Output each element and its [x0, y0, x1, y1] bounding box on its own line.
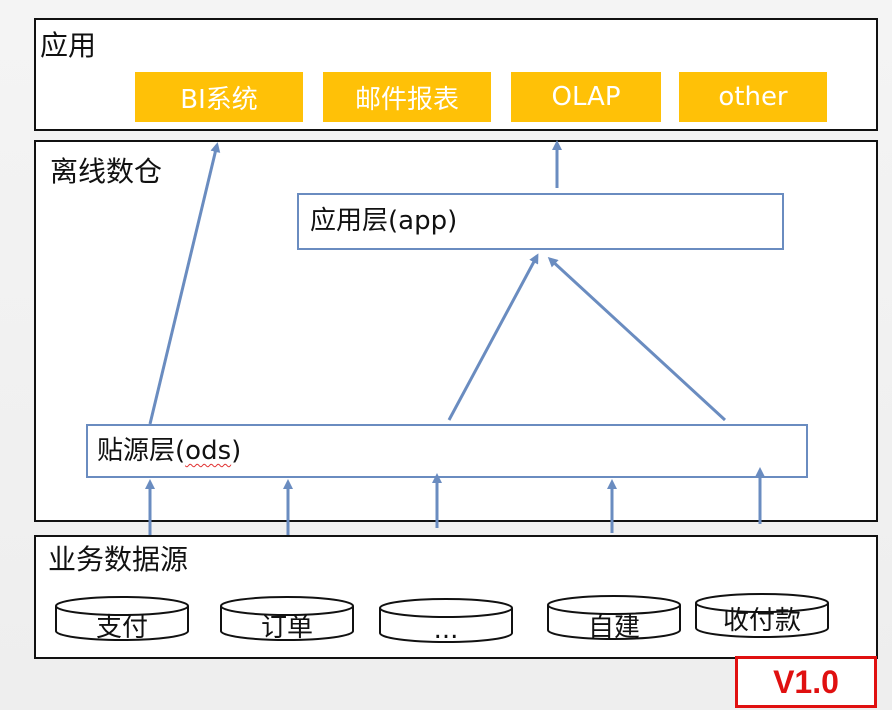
olap-button[interactable]: OLAP [511, 72, 661, 122]
ods-layer-box[interactable] [86, 424, 808, 478]
offline-warehouse-title: 离线数仓 [50, 155, 163, 188]
version-badge: V1.0 [735, 656, 877, 708]
bi-system-button[interactable]: BI系统 [135, 72, 303, 122]
app-layer-box[interactable] [297, 193, 784, 250]
ods-layer-label-suffix: ) [231, 436, 242, 466]
business-data-source-title: 业务数据源 [48, 543, 189, 576]
ods-layer-label-prefix: 贴源层( [97, 436, 186, 466]
ods-layer-label: 贴源层(ods) [97, 438, 241, 464]
app-layer-label: 应用层(app) [310, 206, 458, 236]
application-title: 应用 [40, 29, 97, 62]
email-report-button[interactable]: 邮件报表 [323, 72, 491, 122]
ods-layer-label-code: ods [185, 436, 232, 466]
other-button[interactable]: other [679, 72, 827, 122]
